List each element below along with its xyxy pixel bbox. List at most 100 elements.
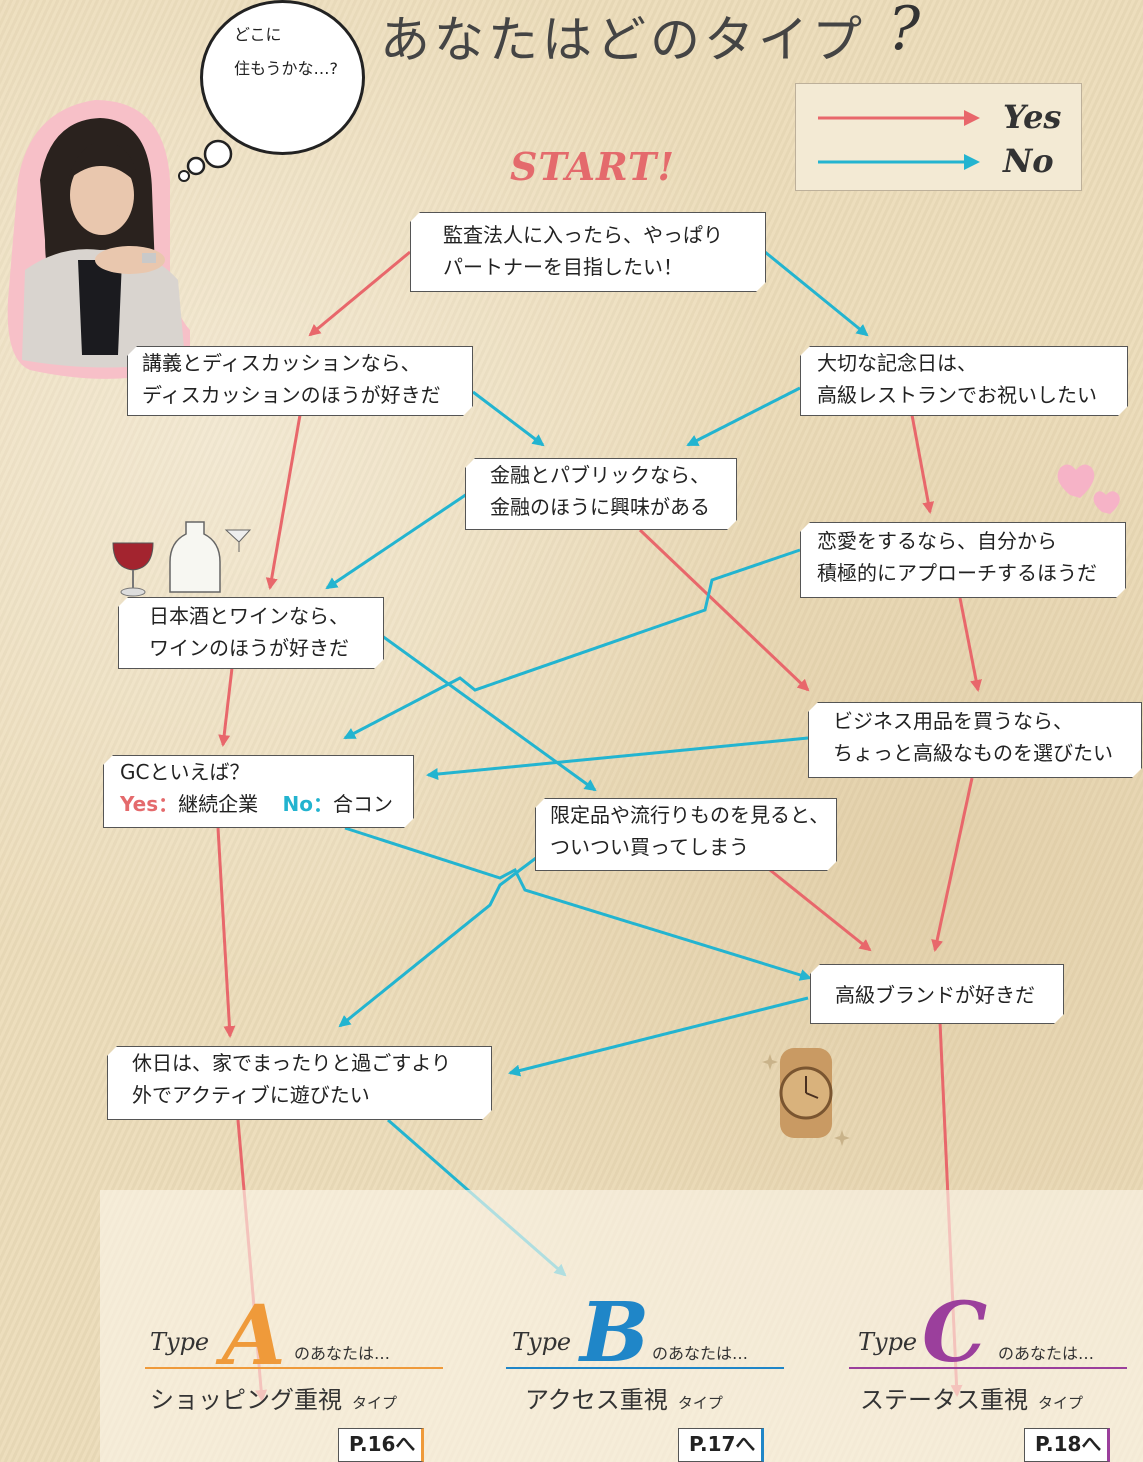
type-a-name-text: ショッピング重視 xyxy=(150,1386,342,1414)
page-title: あなたはどのタイプ xyxy=(380,11,866,69)
q8-no-text: 合コン xyxy=(332,792,393,816)
q5-line-2: 積極的にアプローチするほうだ xyxy=(817,561,1097,585)
legend xyxy=(795,83,1082,191)
type-b-underline xyxy=(506,1367,784,1369)
q7-line-2: ちょっと高級なものを選びたい xyxy=(833,741,1113,765)
results-area xyxy=(100,1190,1143,1462)
arrow-q2-no xyxy=(472,390,545,447)
arrow-q6-yes xyxy=(218,667,234,747)
arrow-q5-yes xyxy=(958,597,982,692)
thought-bubble xyxy=(200,0,365,155)
question-q2: 講義とディスカッションなら、 ディスカッションのほうが好きだ xyxy=(127,346,473,416)
type-c-underline xyxy=(849,1367,1127,1369)
arrow-q4-yes xyxy=(638,528,810,692)
type-b-name-small: タイプ xyxy=(677,1394,723,1412)
page-link-a[interactable]: P.16へ xyxy=(338,1428,424,1462)
type-c-name: ステータス重視タイプ xyxy=(860,1380,1083,1415)
arrow-q5-no xyxy=(343,548,801,740)
question-q4: 金融とパブリックなら、 金融のほうに興味がある xyxy=(465,458,737,530)
page-link-b[interactable]: P.17へ xyxy=(678,1428,764,1462)
hearts-icon xyxy=(1057,464,1120,514)
arrow-q3-no xyxy=(686,386,801,447)
type-b-suffix: のあなたは… xyxy=(652,1344,749,1363)
q2-line-2: ディスカッションのほうが好きだ xyxy=(142,383,441,407)
question-q10: 高級ブランドが好きだ xyxy=(810,964,1064,1024)
arrow-q1-no xyxy=(764,250,869,337)
question-q6: 日本酒とワインなら、 ワインのほうが好きだ xyxy=(118,597,384,669)
legend-no: No xyxy=(1003,142,1054,180)
sake-bottle-icon xyxy=(169,521,252,593)
type-a-underline xyxy=(145,1367,443,1369)
page-link-b-label: P.17へ xyxy=(689,1432,756,1456)
q3-line-2: 高級レストランでお祝いしたい xyxy=(817,383,1097,407)
q9-line-1: 限定品や流行りものを見ると、 xyxy=(550,803,830,827)
question-q3: 大切な記念日は、 高級レストランでお祝いしたい xyxy=(800,346,1128,416)
arrow-q1-yes xyxy=(308,250,411,337)
type-b-name-text: アクセス重視 xyxy=(525,1386,668,1414)
q7-line-1: ビジネス用品を買うなら、 xyxy=(833,709,1073,733)
q11-line-2: 外でアクティブに遊びたい xyxy=(132,1083,370,1107)
q10-line-1: 高級ブランドが好きだ xyxy=(835,983,1035,1007)
q1-line-2: パートナーを目指したい！ xyxy=(443,255,683,279)
arrow-q6-no xyxy=(377,631,597,792)
q8-yes-text: 継続企業 xyxy=(178,792,259,816)
question-q9: 限定品や流行りものを見ると、 ついつい買ってしまう xyxy=(535,798,837,871)
type-a-name: ショッピング重視タイプ xyxy=(150,1380,397,1415)
arrow-q7-yes xyxy=(931,777,974,952)
page-link-c-label: P.18へ xyxy=(1035,1432,1102,1456)
type-b-name: アクセス重視タイプ xyxy=(525,1380,723,1415)
type-a-word: Type xyxy=(150,1328,210,1356)
thought-line-2: 住もうかな…? xyxy=(234,59,339,78)
arrow-q9-no xyxy=(338,853,541,1028)
q3-line-1: 大切な記念日は、 xyxy=(817,351,977,375)
type-c-word: Type xyxy=(858,1328,918,1356)
arrow-q8-yes xyxy=(216,827,236,1038)
type-c-name-text: ステータス重視 xyxy=(860,1386,1028,1414)
arrow-q8-no xyxy=(344,826,812,981)
type-c-name-small: タイプ xyxy=(1038,1394,1084,1412)
arrow-q9-yes xyxy=(769,868,872,952)
q8-no-label: No： xyxy=(282,792,333,816)
q8-line-2: Yes：継続企業 No：合コン xyxy=(120,788,413,820)
q8-yes-label: Yes： xyxy=(120,792,179,816)
question-q1: 監査法人に入ったら、やっぱり パートナーを目指したい！ xyxy=(410,212,766,292)
type-a-letter: A xyxy=(222,1288,286,1384)
q11-line-1: 休日は、家でまったりと過ごすより xyxy=(132,1051,451,1075)
type-c-letter: C xyxy=(922,1285,988,1381)
type-a-suffix: のあなたは… xyxy=(294,1344,391,1363)
question-q8: GCといえば？ Yes：継続企業 No：合コン xyxy=(103,755,414,828)
arrow-q4-no xyxy=(325,490,471,590)
arrow-q7-no xyxy=(426,736,809,781)
q5-line-1: 恋愛をするなら、自分から xyxy=(817,529,1057,553)
legend-arrows xyxy=(818,110,980,170)
arrow-q2-yes xyxy=(265,414,302,590)
type-c-suffix: のあなたは… xyxy=(998,1344,1095,1363)
start-label: START! xyxy=(510,144,675,189)
title-question-mark: ? xyxy=(888,0,921,64)
q4-line-1: 金融とパブリックなら、 xyxy=(490,463,710,487)
q9-line-2: ついつい買ってしまう xyxy=(550,835,749,859)
question-q11: 休日は、家でまったりと過ごすより 外でアクティブに遊びたい xyxy=(107,1046,492,1120)
arrow-q10-no xyxy=(508,996,809,1077)
page-link-c[interactable]: P.18へ xyxy=(1024,1428,1110,1462)
question-q5: 恋愛をするなら、自分から 積極的にアプローチするほうだ xyxy=(800,522,1126,598)
q6-line-1: 日本酒とワインなら、 xyxy=(149,604,349,628)
thought-line-1: どこに xyxy=(234,25,282,44)
q4-line-2: 金融のほうに興味がある xyxy=(490,495,710,519)
woman-illustration xyxy=(7,100,190,379)
q2-line-1: 講義とディスカッションなら、 xyxy=(142,351,421,375)
watch-icon xyxy=(762,1048,850,1146)
thought-dots xyxy=(178,139,233,182)
arrow-q3-yes xyxy=(910,414,935,514)
type-a-name-small: タイプ xyxy=(352,1394,398,1412)
page-link-a-label: P.16へ xyxy=(349,1432,416,1456)
wine-glass-icon xyxy=(112,542,154,597)
q1-line-1: 監査法人に入ったら、やっぱり xyxy=(443,223,723,247)
question-q7: ビジネス用品を買うなら、 ちょっと高級なものを選びたい xyxy=(808,702,1142,778)
q8-line-1: GCといえば？ xyxy=(120,760,250,784)
type-b-letter: B xyxy=(580,1285,650,1381)
legend-yes: Yes xyxy=(1003,98,1062,136)
q6-line-2: ワインのほうが好きだ xyxy=(149,636,349,660)
type-b-word: Type xyxy=(512,1328,572,1356)
thought-bubble-text: どこに 住もうかな…? xyxy=(234,18,338,86)
